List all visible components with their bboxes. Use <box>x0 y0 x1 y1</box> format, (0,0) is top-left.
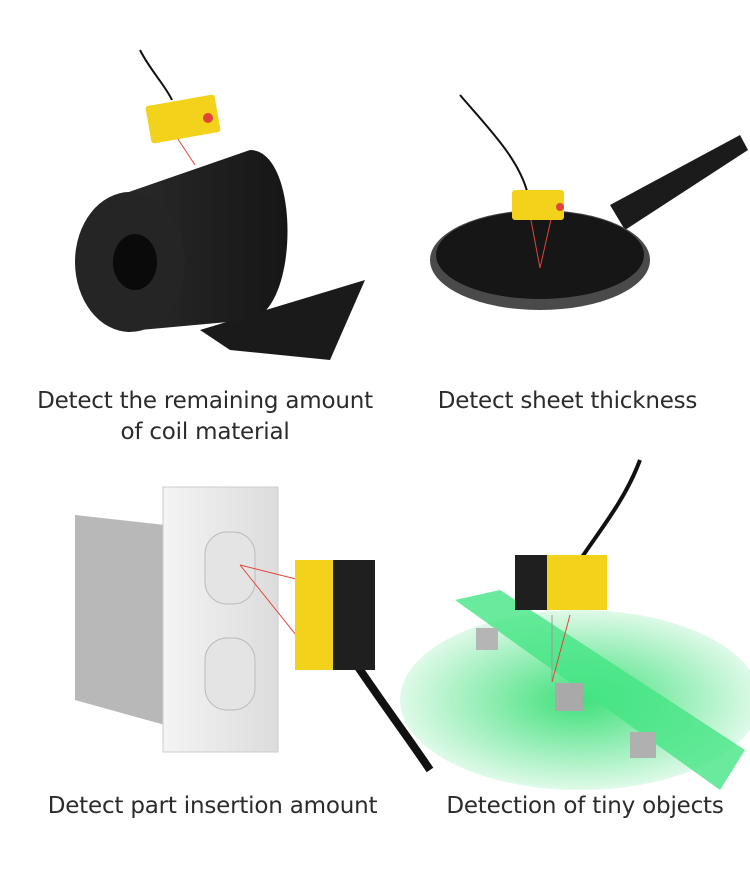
cube <box>555 683 583 711</box>
coil-roll-scene <box>75 49 365 360</box>
conveyor-scene <box>400 459 750 790</box>
caption-line: of coil material <box>120 419 290 445</box>
caption-tiny-objects: Detection of tiny objects <box>446 793 724 819</box>
laser-sensor <box>145 94 221 144</box>
wall-outlet-scene <box>75 486 434 773</box>
laser-sensor <box>295 560 335 670</box>
frying-pan-scene <box>430 94 748 310</box>
cube <box>476 628 498 650</box>
caption-coil-material: Detect the remaining amount of coil mate… <box>10 386 400 448</box>
caption-part-insertion: Detect part insertion amount <box>47 793 378 819</box>
cube <box>630 732 656 758</box>
caption-sheet-thickness: Detect sheet thickness <box>437 388 698 414</box>
laser-sensor <box>545 555 607 610</box>
caption-line: Detect the remaining amount <box>37 388 373 414</box>
laser-sensor <box>512 190 564 220</box>
